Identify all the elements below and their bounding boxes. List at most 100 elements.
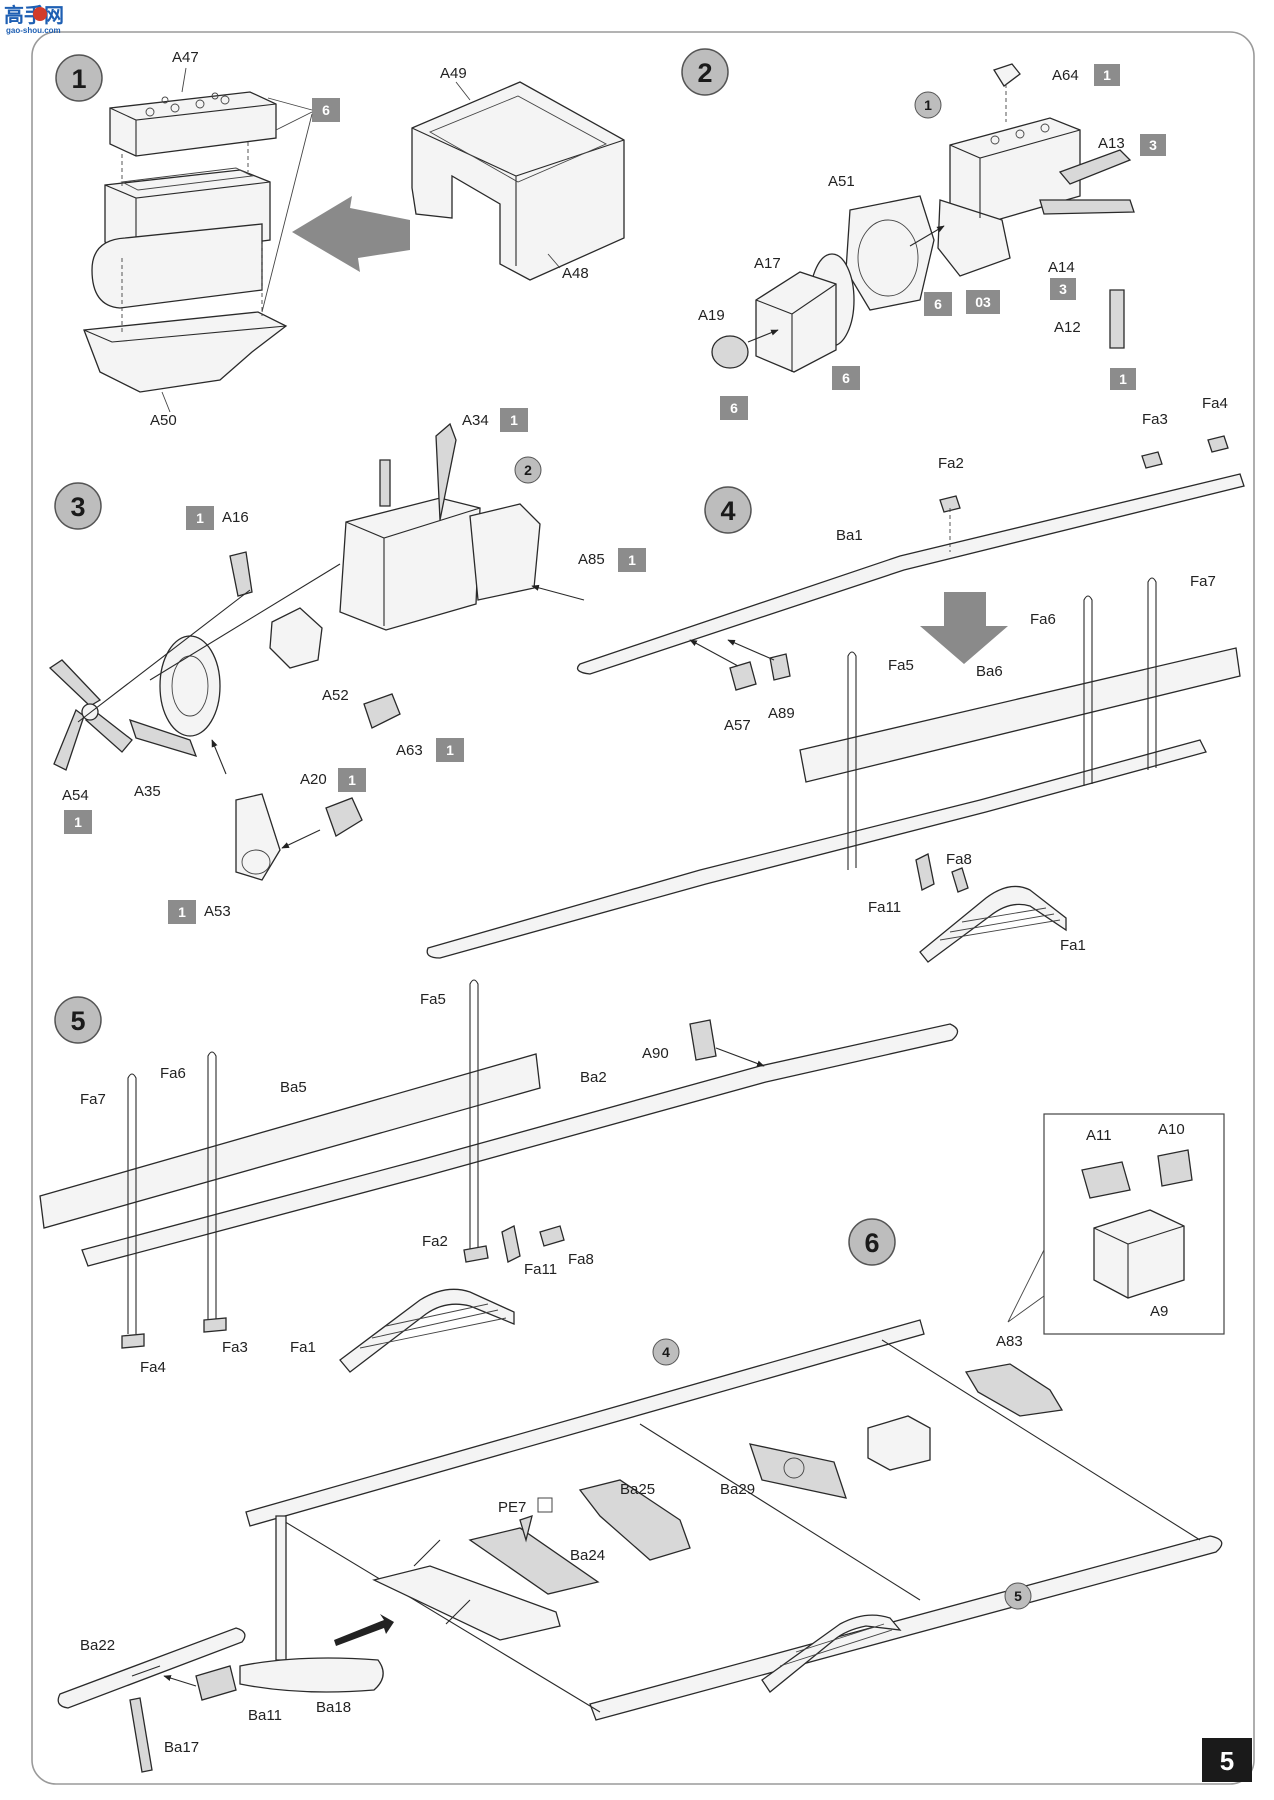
label-a13: A13 xyxy=(1098,135,1125,152)
part-ba11 xyxy=(195,1665,237,1701)
part-a13 xyxy=(1058,149,1132,185)
part-ba29 xyxy=(749,1443,847,1499)
label-a17: A17 xyxy=(754,255,781,272)
part-a19 xyxy=(711,335,749,369)
label-a12: A12 xyxy=(1054,319,1081,336)
label-fa4: Fa4 xyxy=(1202,395,1228,412)
part-a51 xyxy=(845,195,935,311)
ref-circle-1 xyxy=(914,91,942,119)
label-fa3: Fa3 xyxy=(1142,411,1168,428)
label-ba25: Ba25 xyxy=(620,1481,655,1498)
label-fa2-s5: Fa2 xyxy=(422,1233,448,1250)
assembly-arrow xyxy=(292,196,410,272)
label-fa2: Fa2 xyxy=(938,455,964,472)
label-ba5: Ba5 xyxy=(280,1079,307,1096)
part-fa5 xyxy=(847,651,857,870)
part-chassis-frame xyxy=(245,1319,1223,1721)
part-ba2 xyxy=(81,1023,959,1267)
part-a9 xyxy=(1093,1209,1185,1299)
part-a11 xyxy=(1081,1161,1131,1199)
part-a48-a49 xyxy=(411,81,625,281)
ref-1-text: 1 xyxy=(924,97,932,113)
label-fa8-s5: Fa8 xyxy=(568,1251,594,1268)
part-a89 xyxy=(769,653,791,681)
badge-a14 xyxy=(1050,278,1076,300)
assembly-arrow-axle xyxy=(334,1614,394,1646)
part-a12 xyxy=(1109,289,1125,349)
label-ba6: Ba6 xyxy=(976,663,1003,680)
badge-a19 xyxy=(720,396,748,420)
part-a52 xyxy=(269,607,323,669)
step-6-circle xyxy=(848,1218,896,1266)
step-5-circle xyxy=(54,996,102,1044)
ref-circle-4 xyxy=(652,1338,680,1366)
label-a20: A20 xyxy=(300,771,327,788)
label-a50: A50 xyxy=(150,412,177,429)
step-3-number: 3 xyxy=(70,492,85,522)
page-number: 5 xyxy=(1220,1746,1234,1776)
part-a53 xyxy=(235,793,281,881)
step-2-number: 2 xyxy=(697,58,712,88)
badge-a12 xyxy=(1110,368,1136,390)
part-a57 xyxy=(729,661,757,691)
svg-text:1: 1 xyxy=(74,814,82,830)
label-a52: A52 xyxy=(322,687,349,704)
label-fa11: Fa11 xyxy=(868,899,901,916)
badge-a20 xyxy=(338,768,366,792)
part-battery-on-frame xyxy=(867,1415,931,1471)
badge-a53 xyxy=(168,900,196,924)
part-ba25 xyxy=(578,1479,691,1561)
part-fa2-s5 xyxy=(463,1245,489,1263)
label-a53: A53 xyxy=(204,903,231,920)
svg-text:1: 1 xyxy=(446,742,454,758)
photo-etch-icon xyxy=(537,1497,553,1513)
part-a35 xyxy=(128,635,221,757)
badge-6-text: 6 xyxy=(322,102,330,118)
label-ba18: Ba18 xyxy=(316,1699,351,1716)
part-crankcase xyxy=(91,223,263,309)
step-3-circle xyxy=(54,482,102,530)
part-a83 xyxy=(964,1363,1064,1417)
part-pe7 xyxy=(519,1515,533,1543)
label-a64: A64 xyxy=(1052,67,1079,84)
svg-text:6: 6 xyxy=(842,370,850,386)
step-2: 2 1 A64 1 A13 3 A14 3 A12 1 xyxy=(681,48,1166,420)
label-a83: A83 xyxy=(996,1333,1023,1350)
svg-text:1: 1 xyxy=(510,412,518,428)
label-a10: A10 xyxy=(1158,1121,1185,1138)
label-ba11: Ba11 xyxy=(248,1707,282,1724)
part-a63 xyxy=(363,693,401,729)
part-engine-assembly xyxy=(937,117,1081,277)
label-fa5-s5: Fa5 xyxy=(420,991,446,1008)
label-a85: A85 xyxy=(578,551,605,568)
part-a16 xyxy=(229,551,253,597)
label-ba2: Ba2 xyxy=(580,1069,607,1086)
label-a54: A54 xyxy=(62,787,89,804)
label-fa3-s5: Fa3 xyxy=(222,1339,248,1356)
label-ba24: Ba24 xyxy=(570,1547,605,1564)
step-4-circle xyxy=(704,486,752,534)
svg-text:2: 2 xyxy=(524,462,532,478)
part-fa11-s5 xyxy=(501,1225,521,1263)
label-a16: A16 xyxy=(222,509,249,526)
part-a64 xyxy=(993,63,1021,87)
part-ba5 xyxy=(39,1053,541,1229)
part-a14 xyxy=(1039,199,1135,215)
label-a49: A49 xyxy=(440,65,467,82)
part-a50 xyxy=(83,311,288,393)
svg-text:1: 1 xyxy=(178,904,186,920)
part-fa4 xyxy=(1207,435,1229,453)
badge-03 xyxy=(966,290,1000,314)
label-a34: A34 xyxy=(462,412,489,429)
step-2-circle xyxy=(681,48,729,96)
label-a48: A48 xyxy=(562,265,589,282)
label-fa1-s5: Fa1 xyxy=(290,1339,316,1356)
part-rear-spring xyxy=(761,1614,902,1693)
step-3: 3 2 A34 1 1 A16 A85 1 A52 A35 xyxy=(48,408,646,924)
step-1-number: 1 xyxy=(71,64,86,94)
part-fa11 xyxy=(915,853,935,891)
label-ba17: Ba17 xyxy=(164,1739,199,1756)
label-fa5: Fa5 xyxy=(888,657,914,674)
part-ba6 xyxy=(799,647,1241,783)
